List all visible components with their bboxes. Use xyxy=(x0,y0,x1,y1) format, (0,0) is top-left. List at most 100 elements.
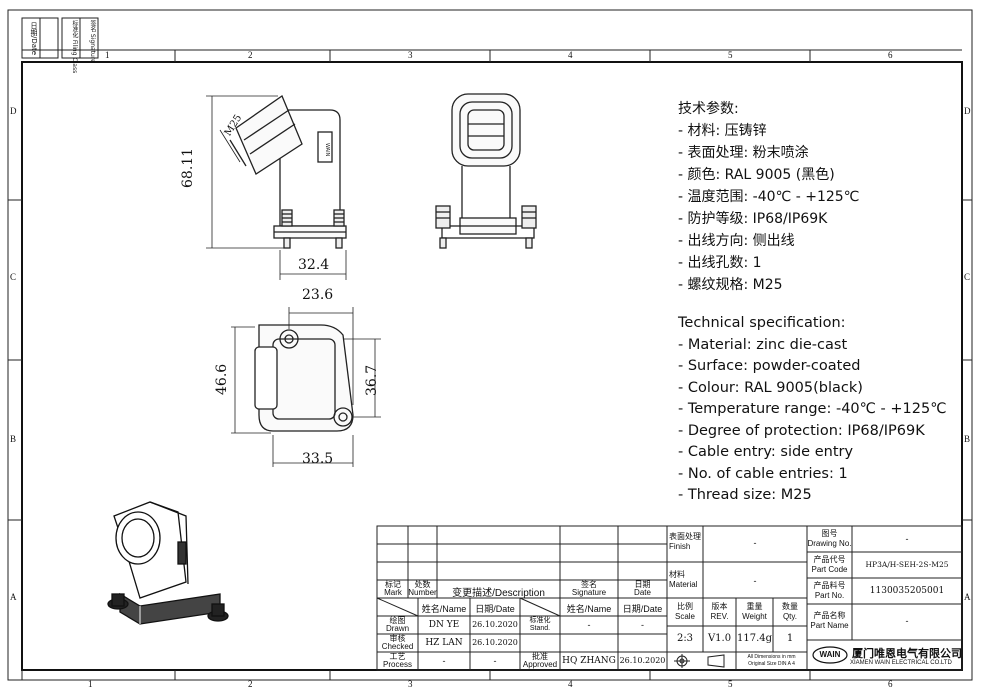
specs-en-item: - Surface: powder-coated xyxy=(678,358,861,374)
specs-cn-item: - 表面处理: 粉末喷涂 xyxy=(678,145,809,161)
grid-left-a: A xyxy=(10,592,17,602)
qty-value: 1 xyxy=(786,633,794,644)
process-label: 工艺 Process xyxy=(383,652,412,669)
corner-tab-filing: 标准化 Filing Class xyxy=(71,20,78,74)
wain-logo-icon xyxy=(812,646,848,664)
side-view-drawing: WAIN xyxy=(206,95,347,280)
standard-name: - xyxy=(587,620,591,630)
material-label: 材料 Material xyxy=(669,570,698,589)
weight-value: 117.4g xyxy=(736,633,773,644)
dim-top-width: 23.6 xyxy=(302,287,334,303)
grid-left-c: C xyxy=(10,272,17,282)
company-name-cn: 厦门唯恩电气有限公司 xyxy=(852,648,962,660)
drawing-no-value: - xyxy=(905,534,909,544)
plan-view-drawing xyxy=(231,307,381,467)
grid-left-b: B xyxy=(10,434,17,444)
grid-top-6: 6 xyxy=(888,50,893,60)
grid-right-d: D xyxy=(964,106,971,116)
standard-date: - xyxy=(641,620,644,630)
specs-cn-item: - 颜色: RAL 9005 (黑色) xyxy=(678,167,835,183)
specs-cn-item: - 防护等级: IP68/IP69K xyxy=(678,211,828,227)
checked-label: 审核 Checked xyxy=(381,634,414,651)
part-name-label: 产品名称 Part Name xyxy=(810,611,849,630)
part-name-value: - xyxy=(905,616,909,626)
specs-cn-item: - 出线孔数: 1 xyxy=(678,255,762,271)
corner-tab-signature: 签名 Signature xyxy=(89,20,96,63)
grid-top-4: 4 xyxy=(568,50,573,60)
th-name: 姓名/Name xyxy=(421,604,467,614)
qty-label: 数量 Qty. xyxy=(782,602,798,621)
drawing-no-label: 图号 Drawing No. xyxy=(807,529,852,548)
finish-label: 表面处理 Finish xyxy=(669,532,701,551)
checked-date: 26.10.2020 xyxy=(472,638,518,647)
svg-text:WAIN: WAIN xyxy=(324,143,330,157)
scale-label: 比例 Scale xyxy=(674,602,695,621)
grid-bottom-5: 5 xyxy=(728,679,733,689)
th-description: 变更描述/Description xyxy=(452,588,545,599)
th-date: 日期 Date xyxy=(634,580,651,597)
th-date-3: 日期/Date xyxy=(622,604,663,614)
specs-en-item: - Degree of protection: IP68/IP69K xyxy=(678,422,925,439)
th-name-2: 姓名/Name xyxy=(566,604,612,614)
rev-value: V1.0 xyxy=(707,633,732,644)
specs-en-item: - Temperature range: -40℃ - +125℃ xyxy=(678,401,947,417)
grid-bottom-3: 3 xyxy=(408,679,413,689)
specs-cn-title: 技术参数: xyxy=(678,101,739,117)
grid-right-a: A xyxy=(964,592,971,602)
th-date-2: 日期/Date xyxy=(475,604,515,614)
part-code-label: 产品代号 Part Code xyxy=(811,555,848,574)
approved-label: 批准 Approved xyxy=(522,652,558,669)
weight-label: 重量 Weight xyxy=(742,602,767,621)
corner-tab-date: 日期/Date xyxy=(30,22,38,56)
wain-logo-text: WAIN xyxy=(819,650,841,659)
process-date: - xyxy=(493,656,497,666)
part-no-label: 产品料号 Part No. xyxy=(813,581,846,600)
th-signature: 签名 Signature xyxy=(571,580,607,597)
rev-label: 版本 REV. xyxy=(710,602,729,621)
th-number: 处数 Number xyxy=(408,580,437,597)
standard-label: 标准化 Stand. xyxy=(529,617,551,632)
part-no-value: 1130035205001 xyxy=(869,586,945,596)
grid-top-1: 1 xyxy=(105,50,110,60)
drawn-date: 26.10.2020 xyxy=(472,620,518,629)
drawn-label: 绘图 Drawn xyxy=(385,616,410,633)
specs-en-item: - Colour: RAL 9005(black) xyxy=(678,379,863,396)
dim-width-side: 32.4 xyxy=(298,257,330,273)
grid-left-d: D xyxy=(10,106,17,116)
specs-cn-item: - 螺纹规格: M25 xyxy=(678,277,783,293)
specs-en-item: - Thread size: M25 xyxy=(678,487,812,503)
specs-cn-item: - 温度范围: -40℃ - +125℃ xyxy=(678,189,860,205)
company-name-en: XIAMEN WAIN ELECTRICAL CO.LTD xyxy=(850,660,952,666)
specs-en-title: Technical specification: xyxy=(678,315,846,331)
specs-cn-item: - 出线方向: 侧出线 xyxy=(678,233,795,249)
specs-cn-item: - 材料: 压铸锌 xyxy=(678,123,767,139)
grid-top-2: 2 xyxy=(248,50,253,60)
grid-bottom-6: 6 xyxy=(888,679,893,689)
material-value: - xyxy=(753,576,757,586)
front-view-drawing xyxy=(435,93,537,249)
grid-bottom-1: 1 xyxy=(88,679,93,689)
approved-name: HQ ZHANG xyxy=(562,656,616,666)
grid-bottom-2: 2 xyxy=(248,679,253,689)
projection-symbol-icon xyxy=(674,654,725,668)
grid-right-b: B xyxy=(964,434,971,444)
specs-en-item: - Material: zinc die-cast xyxy=(678,336,848,353)
dimensions-note: All Dimensions in mm Original Size DIN A… xyxy=(747,654,796,667)
grid-bottom-4: 4 xyxy=(568,679,573,689)
isometric-view-drawing xyxy=(107,501,229,625)
part-code-value: HP3A/H-SEH-2S-M25 xyxy=(865,560,949,569)
grid-top-3: 3 xyxy=(408,50,413,60)
specs-en-item: - No. of cable entries: 1 xyxy=(678,465,848,482)
finish-value: - xyxy=(753,538,757,548)
specs-en-item: - Cable entry: side entry xyxy=(678,444,854,460)
specs-cn: 技术参数: - 材料: 压铸锌 - 表面处理: 粉末喷涂 - 颜色: RAL 9… xyxy=(678,98,859,296)
process-name: - xyxy=(442,656,446,666)
scale-value: 2:3 xyxy=(676,633,694,644)
grid-top-5: 5 xyxy=(728,50,733,60)
grid-right-c: C xyxy=(964,272,971,282)
specs-en: Technical specification: - Material: zin… xyxy=(678,313,946,507)
dim-base-width: 33.5 xyxy=(302,451,334,467)
approved-date: 26.10.2020 xyxy=(619,656,666,665)
drawn-name: DN YE xyxy=(428,620,460,630)
